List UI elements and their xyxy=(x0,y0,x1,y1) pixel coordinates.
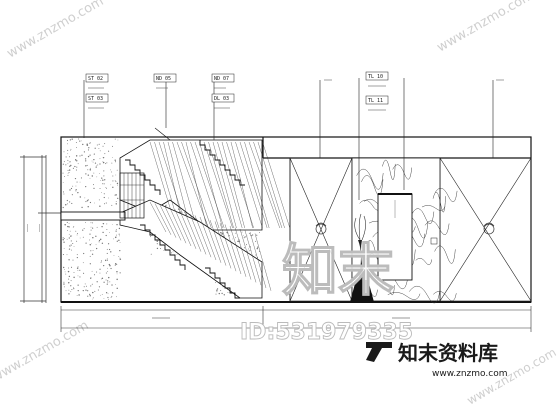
left-dimensions xyxy=(20,155,62,303)
tag-st-02: ST 02 xyxy=(88,76,103,82)
svg-text:____: ____ xyxy=(35,223,40,233)
lamp-symbols xyxy=(315,222,495,235)
bottom-dimensions xyxy=(60,306,532,332)
watermark-top-left: www.znzmo.com xyxy=(5,0,107,61)
tag-nd-07: ND 07 xyxy=(214,76,229,82)
tag-st-03: ST 03 xyxy=(88,96,103,102)
brand-logo: 知末资料库 www.znzmo.com xyxy=(366,341,507,379)
svg-text:____: ____ xyxy=(23,223,28,233)
watermark-centre-mark: 知末 xyxy=(282,239,394,304)
tag-boxes xyxy=(85,71,389,105)
tag-nd-05: ND 05 xyxy=(156,76,171,82)
tag-tl-11: TL 11 xyxy=(368,98,383,104)
brand-name: 知末资料库 xyxy=(398,341,498,365)
stair-group xyxy=(60,127,290,299)
brand-url: www.znzmo.com xyxy=(432,369,507,379)
watermark-id: ID:531979335 xyxy=(240,320,413,345)
tag-dl-03: DL 03 xyxy=(214,96,229,102)
marble-wall xyxy=(350,157,458,304)
leader-lines xyxy=(83,78,494,200)
watermark-top-right: www.znzmo.com xyxy=(435,0,537,55)
tag-tl-10: TL 10 xyxy=(368,74,383,80)
